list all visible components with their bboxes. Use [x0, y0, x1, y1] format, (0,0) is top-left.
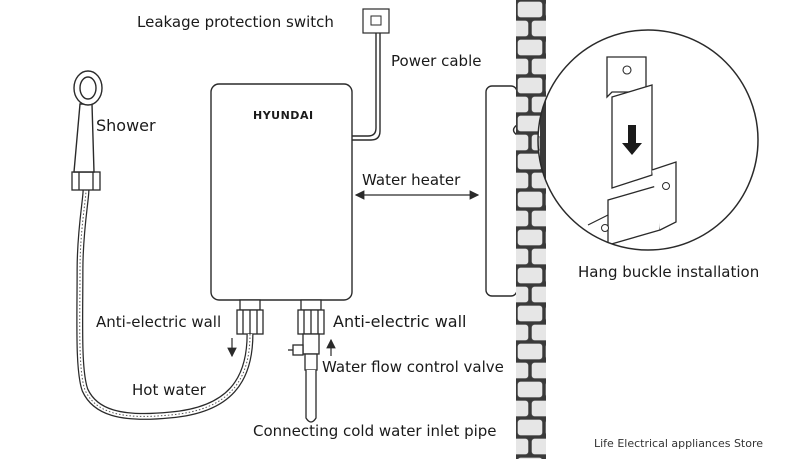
brick — [516, 96, 529, 113]
brick — [531, 324, 546, 341]
brick — [574, 2, 599, 18]
brick — [516, 400, 529, 417]
brick — [545, 230, 546, 245]
brick — [545, 382, 546, 397]
brick — [531, 20, 546, 37]
brick — [531, 248, 546, 265]
brick — [545, 78, 546, 93]
hot-water-label: Hot water — [132, 381, 206, 399]
brick — [531, 210, 546, 227]
brick — [560, 401, 585, 417]
brick — [516, 172, 529, 189]
hang-buckle-label: Hang buckle installation — [578, 263, 760, 281]
brick — [545, 306, 546, 321]
brick — [545, 268, 546, 283]
brick — [517, 305, 543, 322]
brick — [574, 420, 599, 436]
brick — [545, 344, 546, 359]
brick — [516, 210, 529, 227]
brick — [531, 438, 546, 455]
brick — [545, 2, 546, 17]
power-cable-label: Power cable — [391, 52, 482, 70]
water-heater-body — [210, 83, 353, 301]
store-watermark: Life Electrical appliances Store — [594, 437, 764, 450]
leakage-switch-icon — [362, 8, 390, 34]
brick — [560, 287, 585, 303]
brick — [517, 343, 543, 360]
anti-electric-wall-left-label: Anti-electric wall — [96, 313, 222, 331]
brick — [516, 248, 529, 265]
brick — [574, 344, 599, 360]
heater-side-view — [485, 85, 518, 297]
brick — [517, 1, 543, 18]
brick — [531, 400, 546, 417]
flow-valve-label: Water flow control valve — [322, 358, 504, 376]
brick — [516, 324, 529, 341]
brick — [531, 58, 546, 75]
brick — [516, 134, 529, 151]
brick — [560, 21, 585, 37]
brick — [560, 363, 585, 379]
heater-connectors — [236, 299, 325, 335]
brick — [574, 306, 599, 322]
brick — [517, 39, 543, 56]
shower-hose — [76, 189, 254, 420]
brick — [517, 267, 543, 284]
brick — [516, 286, 529, 303]
brick — [516, 438, 529, 455]
brick — [517, 419, 543, 436]
power-cable-line — [352, 33, 377, 137]
brick — [517, 381, 543, 398]
shower-head-icon — [73, 70, 103, 173]
brick — [545, 192, 546, 207]
brick — [560, 325, 585, 341]
leakage-switch-label: Leakage protection switch — [137, 13, 334, 31]
brick — [516, 20, 529, 37]
anti-electric-wall-right-label: Anti-electric wall — [333, 312, 467, 331]
brick — [516, 58, 529, 75]
shower-label: Shower — [96, 116, 156, 135]
hang-buckle-detail — [537, 29, 759, 251]
brick — [531, 362, 546, 379]
brick — [545, 40, 546, 55]
brick — [531, 286, 546, 303]
hose-nut — [71, 171, 101, 191]
brick — [545, 420, 546, 435]
brick — [517, 229, 543, 246]
cold-inlet-label: Connecting cold water inlet pipe — [253, 422, 497, 440]
brick — [517, 191, 543, 208]
brick — [516, 362, 529, 379]
brick — [560, 439, 585, 455]
brand-logo-text: HYUNDAI — [253, 109, 314, 122]
flow-valve — [288, 333, 320, 423]
brick — [574, 382, 599, 398]
water-heater-label: Water heater — [362, 171, 461, 189]
brick — [517, 77, 543, 94]
